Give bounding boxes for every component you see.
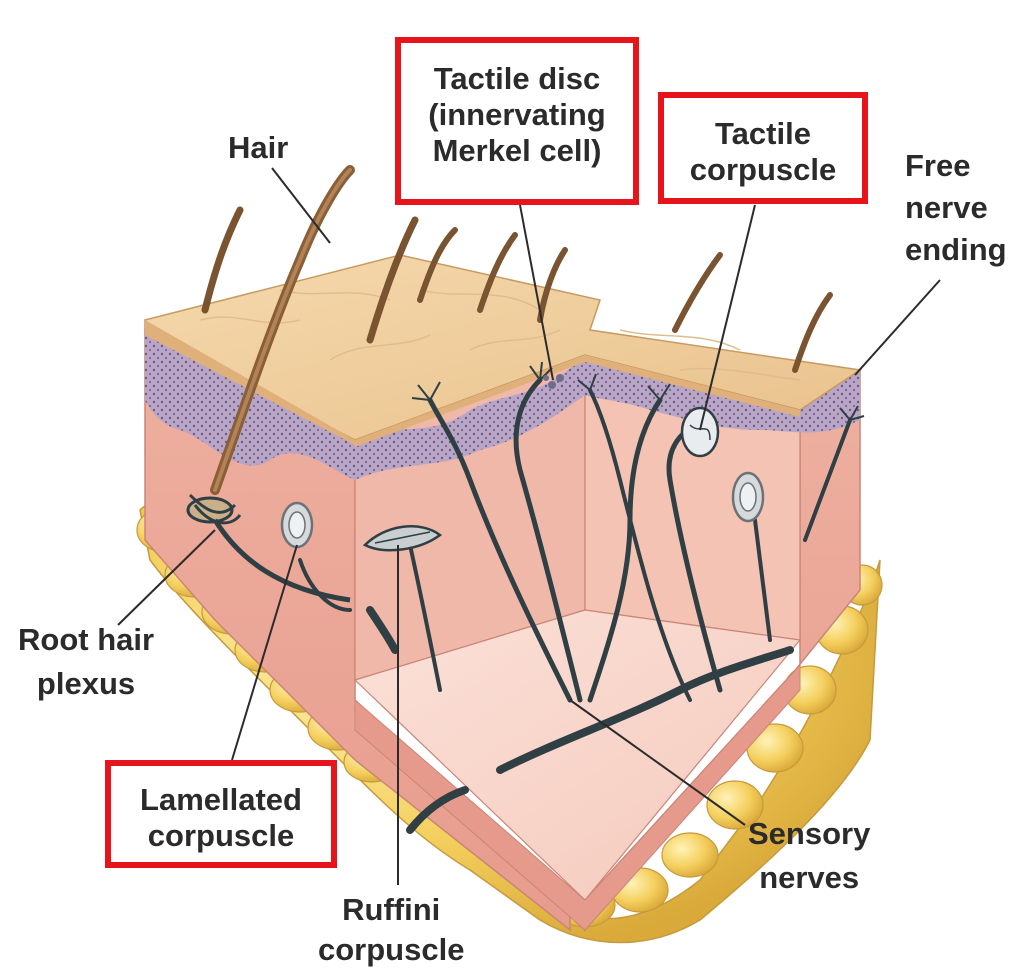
label-sensory-nerves: Sensory nerves [748, 812, 870, 900]
label-tactile-disc: Tactile disc (innervating Merkel cell) [395, 37, 639, 205]
tactile-corpuscle-shape [682, 408, 718, 456]
label-root-hair-plexus: Root hair plexus [18, 618, 154, 706]
label-ruffini-corpuscle: Ruffini corpuscle [318, 890, 464, 970]
label-free-nerve-ending: Free nerve ending [905, 145, 1007, 271]
label-tactile-corpuscle: Tactile corpuscle [658, 92, 868, 204]
label-hair: Hair [228, 130, 288, 166]
label-lamellated-corpuscle: Lamellated corpuscle [105, 760, 337, 868]
